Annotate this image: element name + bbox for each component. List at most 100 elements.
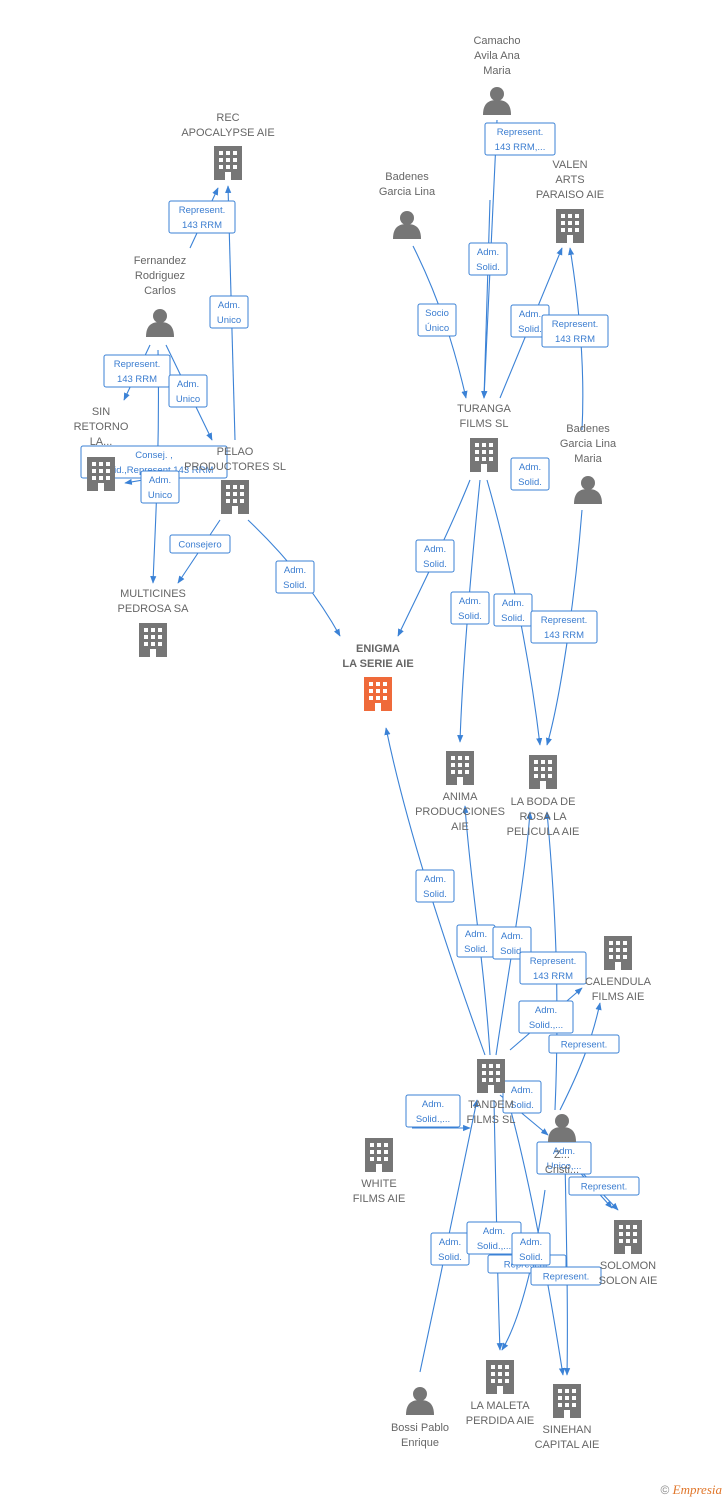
building-icon [365,1138,393,1172]
brand-logo[interactable]: Empresia [672,1482,722,1497]
edge-label-box [530,1266,602,1286]
edge-label-text: Consej. , [135,450,173,461]
edge-label-e8[interactable]: Adm.Solid. [275,560,315,594]
edge-label-text: Adm. [149,475,171,486]
edge-label-text: 143 RRM [117,374,157,385]
edge-label-e1[interactable]: Represent.143 RRM [168,200,236,234]
node-label: VALEN [552,159,587,171]
building-icon [214,146,242,180]
edge-label-text: Adm. [511,1085,533,1096]
edge-label-text: Represent. [581,1182,627,1193]
edge-label-text: Adm. [535,1005,557,1016]
edge-label-e33[interactable]: Represent. [530,1266,602,1286]
building-icon [221,480,249,514]
edge-label-e2[interactable]: Adm.Unico [209,295,249,329]
edge-label-box [519,951,587,985]
edge-label-e21[interactable]: Adm.Solid. [492,926,532,960]
edge-label-text: Solid. [283,580,307,591]
edge-label-e17[interactable]: Adm.Solid. [493,593,533,627]
node-label: Enrique [401,1437,439,1449]
person-icon [146,309,174,337]
edge-label-e9[interactable]: Represent.143 RRM,... [484,122,556,156]
edge-label-box [502,1080,542,1114]
edge-label-e18[interactable]: Represent.143 RRM [530,610,598,644]
edge-label-e10[interactable]: Adm.Solid. [468,242,508,276]
edge-label-e19[interactable]: Adm.Solid. [415,869,455,903]
edge-label-e6[interactable]: Adm.Unico [140,470,180,504]
edge-label-e4[interactable]: Adm.Unico [168,374,208,408]
edge-label-e7[interactable]: Consejero [169,534,231,554]
edge-label-box [510,457,550,491]
building-icon [604,936,632,970]
edge-label-e13[interactable]: Represent.143 RRM [541,314,609,348]
edge-label-e23[interactable]: Adm.Solid.,... [518,1000,574,1034]
edge-label-text: Adm. [519,462,541,473]
edge-line [457,479,481,743]
person-icon [406,1387,434,1415]
node-label: SOLOMON [600,1260,656,1272]
node-label: Z... [554,1149,570,1161]
edge-label-text: Solid. [464,944,488,955]
edge-label-text: Adm. [477,247,499,258]
node-label: LA... [90,436,113,448]
edge-label-e29[interactable]: Adm.Solid. [430,1232,470,1266]
edge-label-e12[interactable]: Adm.Solid. [510,304,550,338]
edge-label-e28[interactable]: Represent. [568,1176,640,1196]
edge-label-e20[interactable]: Adm.Solid. [456,924,496,958]
edge-label-e30[interactable]: Adm.Solid.,... [466,1221,522,1255]
edge-label-e24[interactable]: Represent. [548,1034,620,1054]
edge-label-e25[interactable]: Adm.Solid.,... [405,1094,461,1128]
edge-label-e16[interactable]: Adm.Solid. [450,591,490,625]
building-icon [470,438,498,472]
edge-label-text: 143 RRM [555,334,595,345]
edge-line [481,199,491,399]
edge-label-text: 143 RRM,... [495,142,546,153]
edge-label-box [511,1232,551,1266]
edge-label-e32[interactable]: Adm.Solid. [511,1232,551,1266]
edge-label-text: Solid. [438,1252,462,1263]
node-label: PARAISO AIE [536,189,604,201]
edge-label-box [548,1034,620,1054]
node-label: FILMS SL [460,418,509,430]
edge-label-e26[interactable]: Adm.Solid. [502,1080,542,1114]
copyright-icon: © [660,1483,670,1497]
edge-label-text: Unico,... [547,1161,582,1172]
edge-label-text: Solid. [518,477,542,488]
node-sinretorno[interactable]: SINRETORNOLA... [74,406,129,491]
edge-label-box [168,374,208,408]
edge-label-e3[interactable]: Represent.143 RRM [103,354,171,388]
edge-label-e22[interactable]: Represent.143 RRM [519,951,587,985]
edge-line [419,1099,479,1373]
node-label: Maria [574,453,602,465]
edge-label-e27[interactable]: Adm.Unico,... [536,1141,592,1175]
node-label: MULTICINES [120,588,186,600]
edge-label-e15[interactable]: Adm.Solid. [415,539,455,573]
building-icon [87,457,115,491]
edge-label-e14[interactable]: Adm. Solid. [510,457,550,491]
node-zcristi[interactable]: Z...Cristi... [545,1114,579,1176]
node-label: WHITE [361,1178,396,1190]
node-label: Rodriguez [135,270,185,282]
